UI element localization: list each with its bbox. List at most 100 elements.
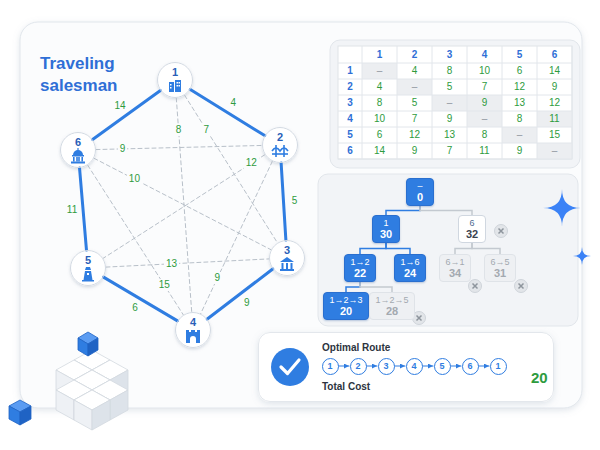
edge-weight: 11 xyxy=(65,204,79,216)
path-label: 6→5 xyxy=(490,257,509,267)
edge-weight: 7 xyxy=(202,124,212,136)
edge-weight: 5 xyxy=(290,195,300,207)
column-header: 6 xyxy=(537,46,572,63)
cost-value: 32 xyxy=(466,228,478,241)
distance-cell: 8 xyxy=(432,63,467,79)
edge-weight: 14 xyxy=(113,100,128,112)
cube-stack xyxy=(9,332,128,430)
cube xyxy=(9,400,31,425)
route-stop: 3 xyxy=(378,358,395,375)
route-stop: 1 xyxy=(322,358,339,375)
graph-edge xyxy=(88,165,184,315)
tree-branch xyxy=(472,243,500,254)
temple-icon xyxy=(280,257,294,271)
city-node: 3 xyxy=(269,240,305,276)
edge-weight: 6 xyxy=(130,302,140,314)
path-label: 1→6 xyxy=(400,257,419,267)
search-node-pruned: 1→2→528 xyxy=(369,292,415,320)
graph-edge xyxy=(94,158,271,249)
city-number: 4 xyxy=(190,316,196,329)
search-node: –0 xyxy=(406,178,434,206)
tour-edge xyxy=(93,91,161,140)
search-node-bounded: 632 xyxy=(458,215,486,243)
distance-cell: 14 xyxy=(537,63,572,79)
table-panel xyxy=(330,40,580,168)
path-label: 6→1 xyxy=(445,257,464,267)
distance-cell: – xyxy=(537,143,572,159)
castle-icon xyxy=(186,330,200,343)
distance-cell: 5 xyxy=(397,95,432,111)
tour-edge xyxy=(190,89,264,135)
edge-weight: 13 xyxy=(164,258,179,270)
edge-weight: 9 xyxy=(213,272,223,284)
distance-cell: – xyxy=(432,95,467,111)
row-header: 6 xyxy=(338,143,362,159)
distance-cell: 11 xyxy=(467,143,502,159)
column-header: 2 xyxy=(397,46,432,63)
city-node: 5 xyxy=(70,250,106,286)
search-node: 130 xyxy=(372,215,400,243)
path-label: 1→2 xyxy=(350,257,369,267)
distance-cell: 4 xyxy=(362,79,397,95)
cost-value: 34 xyxy=(449,267,461,280)
stop-number: 5 xyxy=(439,362,444,371)
table-grid xyxy=(338,46,572,159)
cost-value: 28 xyxy=(386,305,398,318)
city-fills xyxy=(60,62,305,348)
stop-number: 3 xyxy=(383,362,388,371)
tree-branch xyxy=(360,243,386,254)
distance-cell: 6 xyxy=(362,127,397,143)
stop-number: 2 xyxy=(355,362,360,371)
distance-cell: 15 xyxy=(537,127,572,143)
capitol-icon xyxy=(71,148,85,164)
distance-cell: – xyxy=(502,127,537,143)
row-header: 4 xyxy=(338,111,362,127)
route-arrow xyxy=(479,365,490,366)
edge-weight: 10 xyxy=(127,173,142,185)
distance-cell: 9 xyxy=(502,143,537,159)
route-arrow xyxy=(395,365,406,366)
stop-number: 1 xyxy=(495,362,500,371)
distance-cell: 10 xyxy=(362,111,397,127)
search-node-pruned: 6→531 xyxy=(484,254,516,282)
search-node: 1→624 xyxy=(394,254,426,282)
route-stop: 2 xyxy=(350,358,367,375)
city-node: 4 xyxy=(175,312,211,348)
tour-edge xyxy=(207,269,272,319)
tree-branch xyxy=(360,282,392,292)
row-header: 1 xyxy=(338,63,362,79)
tree-branch xyxy=(420,206,472,215)
check-mark xyxy=(281,360,299,374)
cost-value: 22 xyxy=(354,267,366,280)
search-node-pruned: 6→134 xyxy=(439,254,471,282)
distance-cell: – xyxy=(467,111,502,127)
distance-cell: – xyxy=(362,63,397,79)
path-label: 6 xyxy=(469,218,474,228)
sparkle-star xyxy=(573,247,591,265)
city-number: 2 xyxy=(277,131,283,144)
column-header: 1 xyxy=(362,46,397,63)
edge-weight: 4 xyxy=(229,97,239,109)
cost-value: 0 xyxy=(417,191,423,204)
distance-cell: 10 xyxy=(467,63,502,79)
city-node: 1 xyxy=(157,62,193,98)
tour-edge xyxy=(104,277,178,321)
graph-edge xyxy=(103,155,265,259)
graph-edge xyxy=(185,95,278,243)
route-arrow xyxy=(367,365,378,366)
cost-heading: Total Cost xyxy=(322,381,370,393)
distance-cell: 12 xyxy=(397,127,432,143)
route-heading: Optimal Route xyxy=(322,342,390,354)
distance-cell: 8 xyxy=(362,95,397,111)
distance-cell: 8 xyxy=(502,111,537,127)
distance-cell: 8 xyxy=(467,127,502,143)
distance-cell: 7 xyxy=(432,143,467,159)
total-cost-value: 20 xyxy=(531,369,548,386)
distance-cell: 12 xyxy=(537,95,572,111)
edge-weight: 12 xyxy=(244,157,259,169)
city-node: 2 xyxy=(262,127,298,163)
sparkle-star xyxy=(543,189,581,227)
distance-cell: 9 xyxy=(432,111,467,127)
route-arrow xyxy=(423,365,434,366)
path-label: 1 xyxy=(383,218,388,228)
